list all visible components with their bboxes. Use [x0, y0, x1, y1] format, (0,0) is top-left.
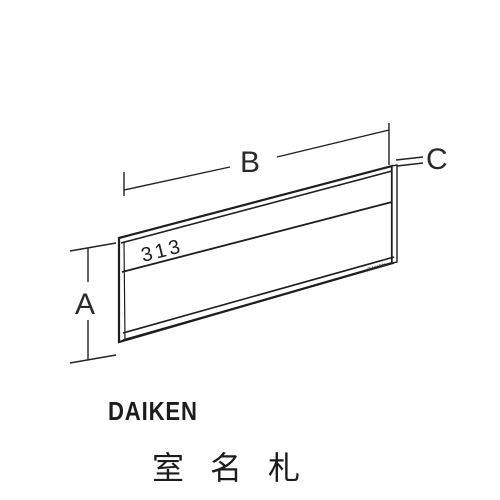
nameplate-panel-divider — [121, 201, 393, 273]
nameplate-left-edge-inner — [123, 241, 126, 341]
dimension-c-extension-bottom — [396, 162, 424, 167]
dimension-b-line-right — [276, 129, 390, 158]
dimension-c-extension-top — [395, 156, 424, 161]
brand-name: DAIKEN — [108, 396, 198, 426]
product-name: 室名札 — [152, 449, 327, 487]
nameplate-top-rail-inner — [120, 170, 393, 244]
dimension-b-line-left — [123, 166, 231, 191]
plate-small-marking: DAIKEN — [367, 262, 387, 273]
dimension-a-label: A — [75, 288, 95, 321]
nameplate-bottom-rail-lower — [122, 262, 395, 341]
dimension-b-label: B — [240, 146, 260, 179]
nameplate-edge-thickness — [391, 164, 398, 264]
dimension-c-label: C — [426, 143, 448, 176]
nameplate-bottom-rail-upper — [122, 256, 395, 334]
dimension-a-bottom-extension — [69, 354, 117, 364]
dimension-a-top-extension — [69, 242, 117, 252]
